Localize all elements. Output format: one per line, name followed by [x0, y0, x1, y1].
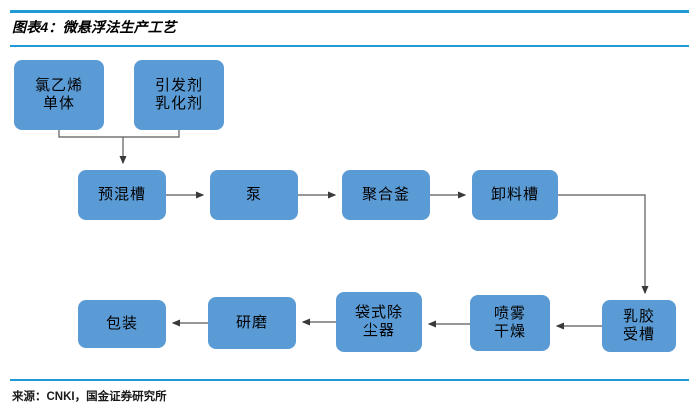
node-packaging[interactable]: 包装	[78, 300, 166, 348]
source-note: 来源：CNKI，国金证券研究所	[12, 391, 167, 403]
node-label: 预混槽	[97, 185, 146, 204]
header-rule-bottom	[10, 45, 689, 47]
node-label: 聚合釜	[361, 185, 410, 204]
node-label: 袋式除尘器	[354, 303, 403, 339]
node-label: 卸料槽	[490, 185, 539, 204]
node-premix-tank[interactable]: 预混槽	[78, 170, 166, 220]
node-label: 泵	[245, 185, 262, 204]
node-vinyl-chloride-monomer[interactable]: 氯乙烯单体	[14, 60, 104, 130]
page-title: 图表4：微悬浮法生产工艺	[12, 19, 177, 35]
footer-rule	[10, 379, 689, 381]
node-spray-drying[interactable]: 喷雾干燥	[470, 295, 550, 351]
node-label: 乳胶受槽	[622, 307, 655, 343]
node-label: 引发剂乳化剂	[154, 76, 203, 112]
edge-discharge-latex	[558, 194, 649, 295]
node-polymerization-kettle[interactable]: 聚合釜	[342, 170, 430, 220]
node-label: 喷雾干燥	[493, 304, 526, 340]
edge-inputs-merge	[58, 130, 180, 138]
node-pump[interactable]: 泵	[210, 170, 298, 220]
node-latex-receiving-tank[interactable]: 乳胶受槽	[602, 300, 676, 352]
node-label: 包装	[105, 314, 138, 333]
node-discharge-tank[interactable]: 卸料槽	[472, 170, 558, 220]
node-grinding[interactable]: 研磨	[208, 297, 296, 349]
node-label: 研磨	[235, 313, 268, 332]
node-bag-dust-collector[interactable]: 袋式除尘器	[336, 292, 422, 352]
node-initiator-emulsifier[interactable]: 引发剂乳化剂	[134, 60, 224, 130]
node-label: 氯乙烯单体	[34, 76, 83, 112]
header-rule-top	[10, 10, 689, 13]
